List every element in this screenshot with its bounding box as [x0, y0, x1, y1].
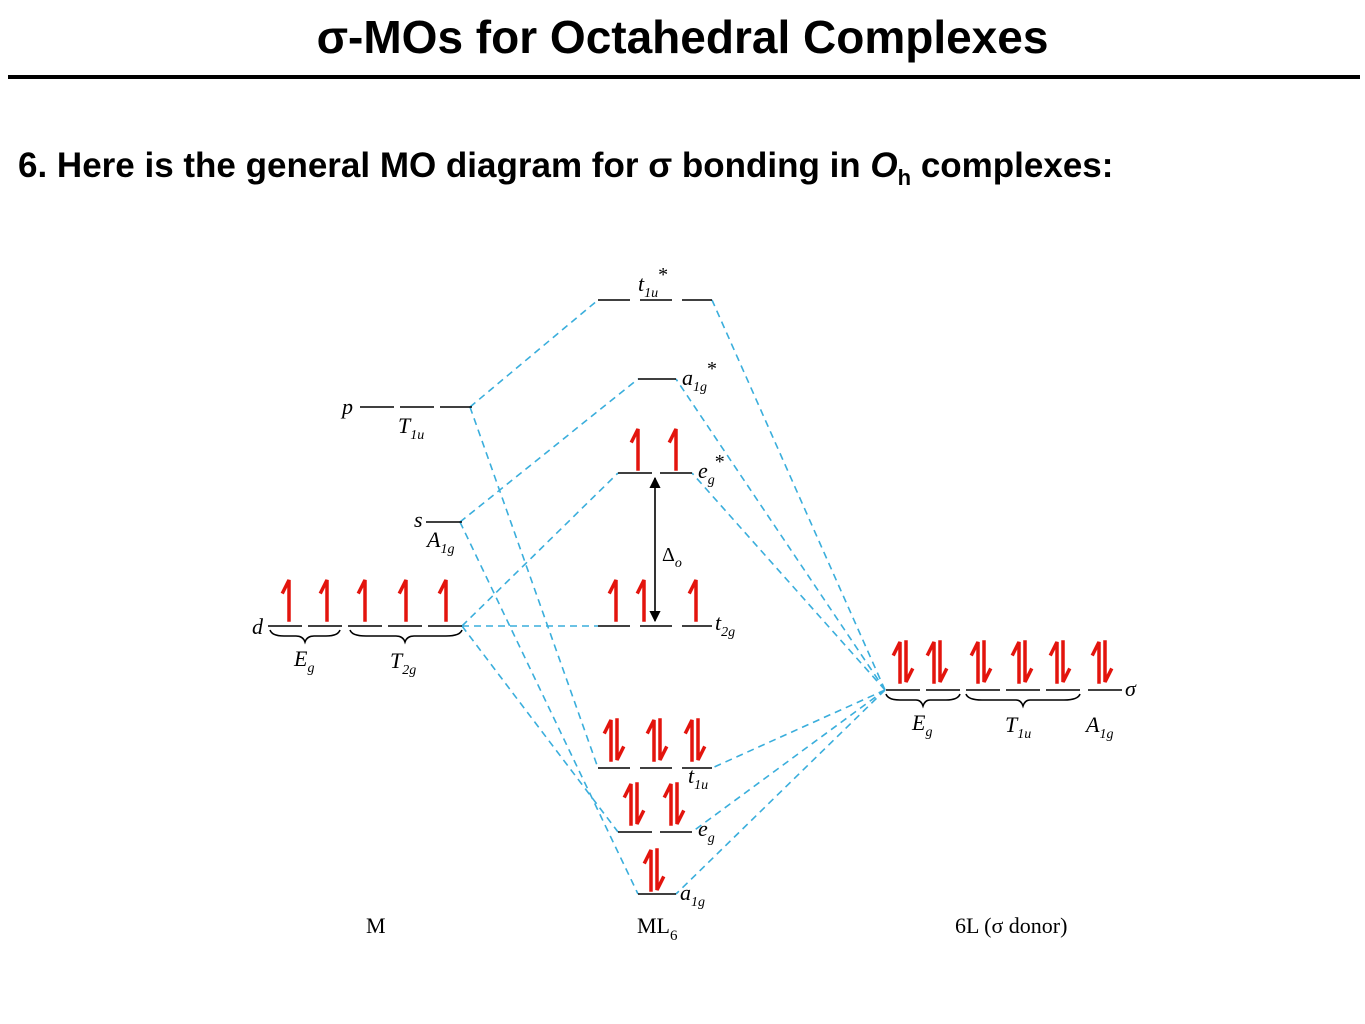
column-label-ligand: 6L (σ donor)	[955, 913, 1067, 938]
corr-l-t1u-star	[711, 299, 886, 691]
corr-l-a1g-star	[675, 378, 886, 691]
electron-up-icon	[318, 579, 329, 622]
corr-d-eg-star	[461, 472, 619, 627]
corr-p-t1u	[469, 406, 599, 769]
label-lig-t1u: T1u	[1005, 712, 1031, 742]
electrons	[280, 428, 1114, 892]
electron-pair-icon	[891, 640, 915, 684]
brace-metal-t2g	[349, 629, 463, 645]
corr-l-eg-star	[691, 472, 886, 691]
subtitle-end: complexes:	[911, 146, 1114, 185]
page-title: σ-MOs for Octahedral Complexes	[316, 11, 1049, 63]
complex-levels	[598, 299, 712, 895]
label-lig-a1g: A1g	[1084, 712, 1113, 742]
label-metal-a1g: A1g	[425, 527, 454, 557]
electron-pair-icon	[662, 782, 686, 826]
label-a1g-star: a1g*	[682, 358, 717, 395]
mo-labels: t1u* a1g* eg* Δo t2g t1u eg a1g	[638, 264, 735, 910]
label-eg-star: eg*	[698, 451, 725, 488]
corr-l-a1g	[675, 689, 886, 895]
label-metal-t2g: T2g	[390, 648, 416, 678]
correlation-lines	[459, 299, 886, 895]
label-d: d	[252, 614, 264, 639]
brace-lig-eg	[885, 693, 961, 709]
ligand-levels	[885, 689, 1122, 709]
electron-up-icon	[280, 579, 291, 622]
corr-s-a1g-star	[459, 378, 639, 523]
brace-lig-t1u	[965, 693, 1081, 709]
electron-up-icon	[667, 428, 678, 471]
electron-up-icon	[356, 579, 367, 622]
electron-pair-icon	[969, 640, 993, 684]
ligand-labels: σ Eg T1u A1g	[911, 676, 1137, 742]
corr-s-a1g	[459, 521, 639, 895]
electron-pair-icon	[1010, 640, 1034, 684]
electron-pair-icon	[602, 718, 626, 762]
electron-up-icon	[437, 579, 448, 622]
metal-labels: p T1u s A1g d Eg T2g	[252, 394, 454, 678]
electron-up-icon	[687, 579, 698, 622]
subtitle-point-group-sub: h	[897, 165, 912, 190]
electron-up-icon	[635, 579, 646, 622]
corr-p-t1u-star	[469, 299, 599, 408]
subtitle-main: 6. Here is the general MO diagram for σ …	[18, 146, 871, 185]
label-p: p	[340, 394, 353, 419]
label-lig-eg: Eg	[911, 710, 932, 740]
column-label-complex: ML6	[637, 913, 678, 944]
label-a1g: a1g	[680, 880, 705, 910]
page-subtitle: 6. Here is the general MO diagram for σ …	[18, 146, 1113, 191]
label-s: s	[414, 507, 423, 532]
label-delta-o: Δo	[662, 544, 682, 571]
title-rule	[8, 75, 1360, 79]
label-eg: eg	[698, 816, 715, 846]
electron-pair-icon	[925, 640, 949, 684]
electron-pair-icon	[1090, 640, 1114, 684]
electron-pair-icon	[1048, 640, 1072, 684]
electron-pair-icon	[622, 782, 646, 826]
corr-l-t1u	[711, 689, 886, 769]
label-metal-t1u: T1u	[398, 413, 424, 443]
electron-up-icon	[607, 579, 618, 622]
electron-pair-icon	[683, 718, 707, 762]
metal-levels	[268, 406, 472, 645]
label-sigma: σ	[1125, 676, 1137, 701]
label-t1u-star: t1u*	[638, 264, 668, 301]
corr-l-eg	[691, 689, 886, 833]
column-labels: M ML6 6L (σ donor)	[366, 913, 1067, 944]
electron-up-icon	[629, 428, 640, 471]
brace-metal-eg	[269, 629, 341, 645]
column-label-metal: M	[366, 913, 386, 938]
electron-pair-icon	[645, 718, 669, 762]
electron-up-icon	[397, 579, 408, 622]
subtitle-point-group: O	[870, 146, 898, 185]
label-metal-eg: Eg	[293, 646, 314, 676]
electron-pair-icon	[642, 848, 666, 892]
label-t2g: t2g	[715, 610, 735, 640]
label-t1u: t1u	[688, 763, 708, 793]
corr-d-eg	[461, 625, 619, 833]
